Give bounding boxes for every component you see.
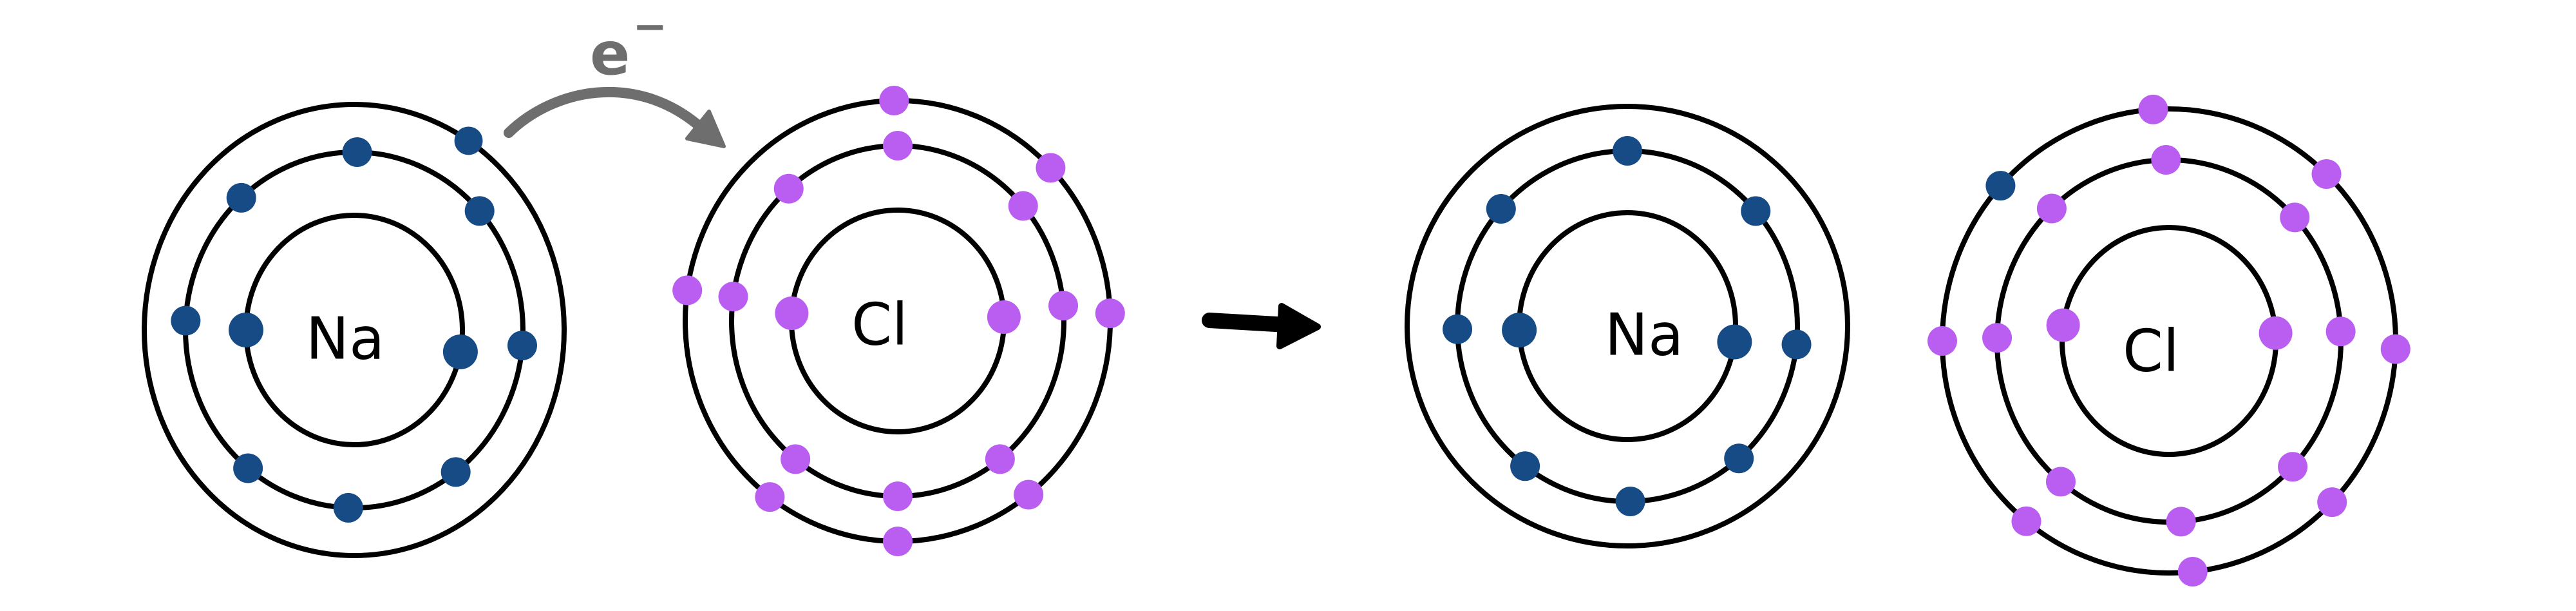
atom-cl-reactant-shell-3-electron-dot [883,527,913,556]
atom-cl-product-symbol: Cl [2123,318,2179,385]
atom-cl-reactant-shell-3-electron-dot [1036,153,1066,183]
transfer-arrow-shaft [504,86,703,138]
transfer-arrow-head-icon [685,110,726,148]
atom-na-reactant-shell-2-electron-dot [507,331,538,361]
electron-transfer-label: e− [590,3,667,88]
atom-cl-product: Cl [1927,94,2410,587]
atom-cl-reactant-shell-3-electron-dot [755,482,785,512]
atom-na-product-shell-2-electron-dot [1613,136,1642,166]
atom-na-product-shell-2-electron-dot [1510,451,1540,481]
atom-cl-product-shell-2-electron-dot [2166,507,2196,537]
atom-na-product-shell-3 [1405,104,1850,548]
atom-na-product-shell-2-electron-dot [1615,486,1645,516]
atom-na-reactant-shell-2-electron-dot [440,457,471,487]
atom-cl-reactant-symbol: Cl [851,291,908,359]
atom-na-reactant-shell-2-electron-dot [342,137,372,168]
atom-cl-reactant-shell-3-electron-dot [1014,480,1044,510]
atom-cl-product-shell-3-electron-dot [2317,487,2347,518]
atom-na-reactant-shell-2-electron-dot [226,182,256,213]
atom-na-product-symbol: Na [1605,302,1683,369]
atom-cl-product-shell-2-electron-dot [2036,193,2067,224]
atom-cl-reactant-shell-3-electron-dot [672,275,703,306]
reaction-arrow-head-icon [1276,303,1321,349]
atom-cl-reactant-shell-2-electron-dot [718,282,748,312]
atom-cl-product-shell-1-electron-dot [2259,316,2293,350]
atom-cl-reactant-shell-3-electron-dot [879,86,909,116]
electron-transfer-arrow: e− [504,3,726,148]
atom-cl-product-shell-2-electron-dot [2280,202,2310,233]
atom-na-reactant-shell-1-electron-dot [229,313,263,347]
atom-na-reactant-shell-2-electron-dot [464,196,495,226]
atom-na-reactant-shell-3 [142,102,567,558]
reaction-arrow [1202,303,1321,349]
atom-na-reactant: Na [142,102,567,558]
atom-na-reactant-shell-2-electron-dot [333,492,363,523]
atom-cl-reactant-shell-2-electron-dot [1008,191,1038,221]
atom-na-product: Na [1405,104,1850,548]
atom-na-product-shell-2-electron-dot [1443,314,1473,344]
atom-cl-product-shell-3-electron-dot [1927,326,1957,356]
atom-cl-product-shell-2-electron-dot [2045,467,2076,497]
atom-cl-product-shell-3-electron-dot [2380,334,2410,364]
atom-cl-reactant: Cl [672,86,1125,556]
atom-cl-product-shell-1-electron-dot [2046,308,2080,342]
atom-na-product-shell-2-electron-dot [1724,443,1754,474]
atom-na-product-shell-2-electron-dot [1781,329,1812,360]
atom-cl-reactant-shell-2-electron-dot [883,131,913,160]
atom-cl-reactant-shell-2-electron-dot [883,481,913,511]
atom-cl-reactant-shell-3-electron-dot [1095,298,1125,329]
atom-cl-reactant-shell-2-electron-dot [985,444,1015,474]
atom-na-reactant-shell-3-electron-dot [454,126,483,155]
atom-na-product-shell-2-electron-dot [1486,193,1516,224]
atom-cl-product-shell-3-electron-dot [2138,94,2168,124]
atom-cl-product-shell-2-electron-dot [1982,323,2012,353]
atom-na-product-shell-1-electron-dot [1502,313,1537,348]
atom-cl-product-shell-3-electron-dot [1985,171,2016,201]
atom-na-reactant-symbol: Na [306,306,384,373]
atom-na-reactant-shell-1-electron-dot [442,334,478,369]
atom-na-reactant-shell-2-electron-dot [233,453,263,483]
electron-transfer-label-base: e [590,19,630,88]
atom-cl-product-shell-2-electron-dot [2325,316,2356,347]
atom-na-reactant-shell-2-electron-dot [171,306,201,336]
atom-cl-reactant-shell-1-electron-dot [775,296,809,331]
atom-cl-reactant-shell-2-electron-dot [1048,291,1079,321]
atom-cl-reactant-shell-2-electron-dot [773,173,804,204]
atom-na-product-shell-2-electron-dot [1741,196,1771,226]
atom-cl-product-shell-2-electron-dot [2151,145,2181,175]
atom-cl-product-shell-3-electron-dot [2011,506,2041,536]
atom-cl-product-shell-2-electron-dot [2278,452,2308,482]
atom-cl-reactant-shell-1-electron-dot [987,300,1021,334]
atom-na-product-shell-1-electron-dot [1717,324,1752,360]
atom-cl-reactant-shell-2-electron-dot [781,444,811,474]
reaction-arrow-shaft [1202,313,1294,333]
atom-cl-product-shell-3-electron-dot [2311,159,2342,189]
atom-cl-product-shell-3-electron-dot [2177,557,2208,587]
electron-transfer-label-superscript: − [632,3,667,51]
